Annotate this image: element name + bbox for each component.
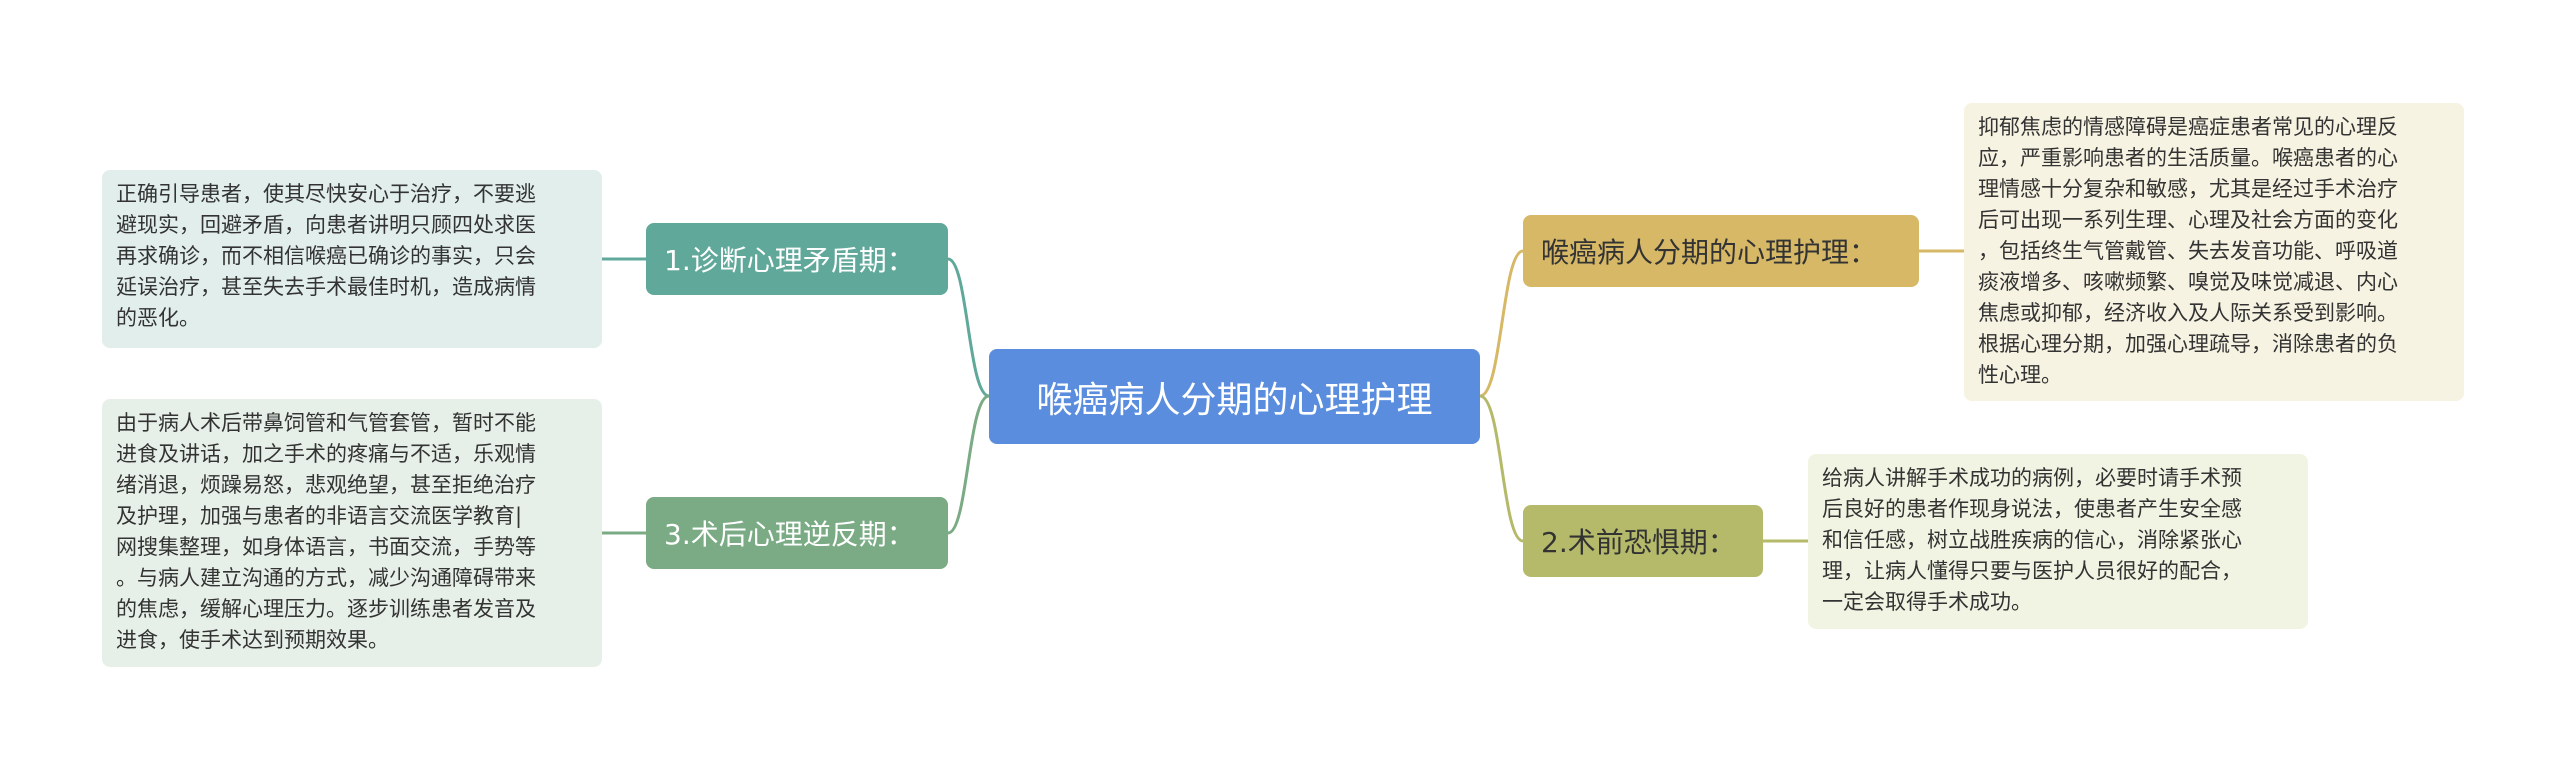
branch-postop-rebellion[interactable]: 3.术后心理逆反期： (646, 497, 948, 569)
branch-staged-care[interactable]: 喉癌病人分期的心理护理： (1523, 215, 1919, 287)
link-root-b3 (947, 394, 990, 535)
link-root-b4 (1479, 394, 1524, 543)
leaf-preop-fear-note[interactable]: 给病人讲解手术成功的病例，必要时请手术预 后良好的患者作现身说法，使患者产生安全… (1808, 454, 2308, 629)
leaf-diagnosis-conflict-note[interactable]: 正确引导患者，使其尽快安心于治疗，不要逃 避现实，回避矛盾，向患者讲明只顾四处求… (102, 170, 602, 348)
branch-diagnosis-conflict[interactable]: 1.诊断心理矛盾期： (646, 223, 948, 295)
leaf-staged-care-note[interactable]: 抑郁焦虑的情感障碍是癌症患者常见的心理反 应，严重影响患者的生活质量。喉癌患者的… (1964, 103, 2464, 401)
link-root-b2 (1479, 249, 1524, 398)
leaf-postop-rebellion-note[interactable]: 由于病人术后带鼻饲管和气管套管，暂时不能 进食及讲话，加之手术的疼痛与不适，乐观… (102, 399, 602, 667)
branch-preop-fear[interactable]: 2.术前恐惧期： (1523, 505, 1763, 577)
link-root-b1 (947, 257, 990, 398)
root-topic[interactable]: 喉癌病人分期的心理护理 (989, 349, 1480, 444)
